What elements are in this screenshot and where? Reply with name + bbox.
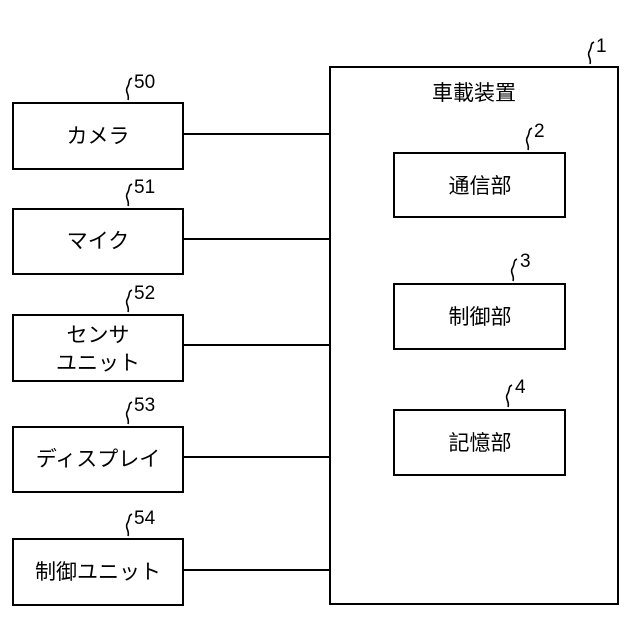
ref-leader-52 bbox=[127, 290, 132, 312]
sensor-unit-label-line2: ユニット bbox=[56, 351, 140, 375]
ref-53: 53 bbox=[134, 395, 155, 416]
ref-leader-51 bbox=[127, 184, 132, 206]
ref-leader-50 bbox=[127, 78, 132, 100]
control-unit-label: 制御部 bbox=[449, 305, 512, 329]
vehicle-device-title: 車載装置 bbox=[432, 81, 516, 105]
ref-leader-1 bbox=[589, 42, 594, 64]
ref-leader-53 bbox=[127, 402, 132, 424]
control-unit-external-label: 制御ユニット bbox=[35, 560, 161, 584]
display-label: ディスプレイ bbox=[36, 447, 161, 471]
sensor-unit-label-line1: センサ bbox=[67, 323, 130, 347]
ref-2: 2 bbox=[534, 121, 545, 142]
ref-4: 4 bbox=[515, 377, 526, 398]
microphone-label: マイク bbox=[67, 229, 130, 253]
ref-1: 1 bbox=[596, 36, 607, 57]
ref-51: 51 bbox=[134, 177, 155, 198]
communication-unit-label: 通信部 bbox=[449, 174, 512, 198]
ref-52: 52 bbox=[134, 283, 155, 304]
ref-54: 54 bbox=[134, 508, 156, 529]
storage-unit-label: 記憶部 bbox=[449, 431, 512, 455]
ref-50: 50 bbox=[134, 72, 155, 93]
camera-label: カメラ bbox=[67, 124, 130, 148]
ref-3: 3 bbox=[520, 251, 531, 272]
ref-leader-54 bbox=[127, 514, 132, 536]
